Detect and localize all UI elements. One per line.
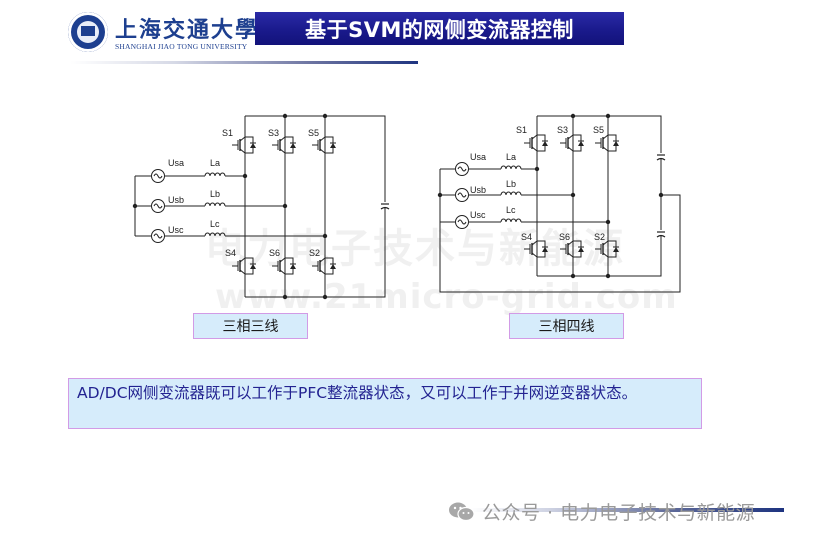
ac-source-icon [455,215,469,229]
label-la: La [506,152,516,162]
inductor-icon [204,202,226,207]
slide-title: 基于SVM的网侧变流器控制 [305,17,574,42]
ac-source-icon [151,229,165,243]
label-s2: S2 [309,248,320,258]
inductor-icon [500,191,522,196]
description-note: AD/DC网侧变流器既可以工作于PFC整流器状态，又可以工作于并网逆变器状态。 [68,378,702,429]
footer-attribution: 公众号 · 电力电子技术与新能源 [448,498,755,525]
university-name-cn: 上海交通大學 [115,17,260,43]
inductor-icon [500,218,522,223]
university-name-en: SHANGHAI JIAO TONG UNIVERSITY [115,42,248,51]
label-s2: S2 [594,232,605,242]
title-banner: 基于SVM的网侧变流器控制 [255,12,624,45]
label-lb: Lb [506,179,516,189]
label-la: La [210,158,220,168]
footer-divider [470,508,784,512]
label-s3: S3 [557,125,568,135]
label-s4: S4 [521,232,532,242]
igbt-switch-icon [231,130,257,160]
ac-source-icon [151,199,165,213]
label-usc: Usc [168,225,184,235]
title-divider [70,61,418,64]
inductor-icon [204,172,226,177]
label-s4: S4 [225,248,236,258]
label-s5: S5 [593,125,604,135]
ac-source-icon [455,162,469,176]
label-usa: Usa [168,158,184,168]
circuit-three-wire [134,115,389,298]
caption-four-wire: 三相四线 [509,313,624,339]
label-s3: S3 [268,128,279,138]
label-usa: Usa [470,152,486,162]
inductor-icon [204,232,226,237]
footer-text: 公众号 · 电力电子技术与新能源 [482,502,756,524]
label-lc: Lc [506,205,516,215]
label-s1: S1 [516,125,527,135]
inductor-icon [500,165,522,170]
label-lb: Lb [210,189,220,199]
left-components: Usa Usb Usc La Lb Lc S1 S3 S5 S4 S6 S2 [132,113,390,300]
watermark-cn: 电力电子技术与新能源 [205,226,625,272]
label-s6: S6 [269,248,280,258]
label-usc: Usc [470,210,486,220]
label-s1: S1 [222,128,233,138]
ac-source-icon [151,169,165,183]
university-logo: 上海交通大學 SHANGHAI JIAO TONG UNIVERSITY [68,10,257,56]
wechat-icon [448,501,476,523]
caption-three-wire: 三相三线 [193,313,308,339]
label-s6: S6 [559,232,570,242]
igbt-switch-icon [523,128,549,158]
label-s5: S5 [308,128,319,138]
label-lc: Lc [210,219,220,229]
circuit-four-wire [439,115,681,293]
university-seal-icon [68,12,108,52]
label-usb: Usb [470,185,486,195]
ac-source-icon [455,188,469,202]
right-components: Usa Usb Usc La Lb Lc S1 S3 S5 S4 S6 S2 [437,113,666,279]
label-usb: Usb [168,195,184,205]
